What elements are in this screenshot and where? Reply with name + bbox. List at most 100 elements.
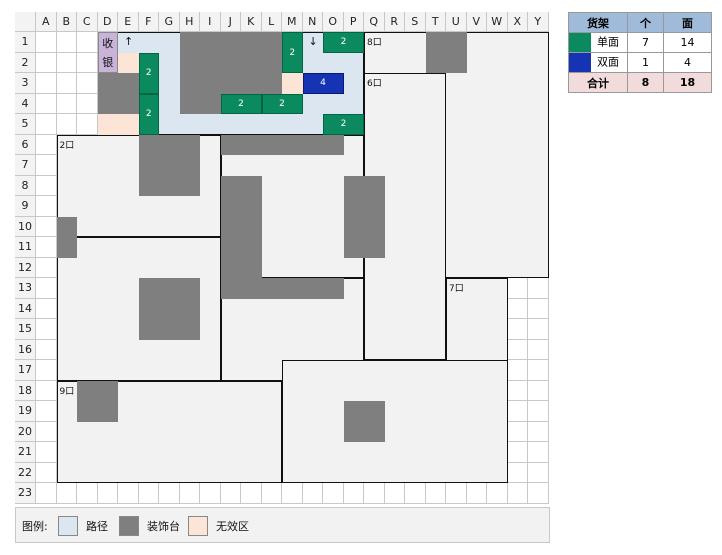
row-header: 19 (15, 401, 36, 422)
grid-cell (118, 483, 139, 504)
grid-cell (77, 73, 98, 94)
row-header: 1 (15, 32, 36, 53)
column-header: T (425, 12, 446, 32)
grid-cell (36, 257, 57, 278)
column-header: W (487, 12, 508, 32)
grid-cell (77, 32, 98, 53)
grid-cell (36, 196, 57, 217)
grid-cell (528, 319, 549, 340)
grid-cell (528, 339, 549, 360)
single-shelf: 2 (323, 114, 364, 135)
legend-item-deco: 装饰台 (119, 516, 180, 536)
grid-cell (507, 380, 528, 401)
grid-cell (241, 483, 262, 504)
grid-cell (302, 483, 323, 504)
down-arrow: ↓ (308, 35, 318, 48)
grid-cell (36, 401, 57, 422)
decoration-table (343, 401, 385, 442)
legend-label-nozone: 无效区 (216, 520, 249, 533)
decoration-table (138, 134, 200, 196)
grid-cell (528, 401, 549, 422)
legend-bar: 图例: 路径 装饰台 无效区 (15, 507, 550, 543)
column-header: P (343, 12, 364, 32)
column-header: K (241, 12, 262, 32)
grid-cell (507, 339, 528, 360)
decoration-table (220, 175, 262, 278)
decoration-table (343, 175, 385, 258)
summary-faces-double: 4 (663, 52, 712, 73)
grid-cell (36, 93, 57, 114)
summary-total-faces: 18 (663, 72, 712, 93)
grid-cell (36, 442, 57, 463)
summary-header-type: 货架 (568, 12, 628, 33)
grid-cell (507, 278, 528, 299)
grid-cell (384, 483, 405, 504)
grid-cell (36, 114, 57, 135)
column-header: I (200, 12, 221, 32)
summary-header-count: 个 (627, 12, 664, 33)
row-header: 13 (15, 278, 36, 299)
grid-cell (343, 483, 364, 504)
grid-cell (200, 483, 221, 504)
store-label: 8口 (367, 38, 382, 48)
double-shelf-swatch (569, 53, 591, 72)
summary-count-double: 1 (627, 52, 664, 73)
column-header: G (159, 12, 180, 32)
single-shelf: 2 (261, 93, 303, 114)
no-effect-zone (97, 114, 139, 135)
grid-cell (36, 32, 57, 53)
grid-cell (36, 462, 57, 483)
summary-type-single-label: 单面 (597, 35, 619, 49)
grid-cell (507, 401, 528, 422)
grid-cell (159, 483, 180, 504)
store-label: 7口 (449, 284, 464, 294)
grid-cell (77, 93, 98, 114)
row-header: 15 (15, 319, 36, 340)
legend-item-path: 路径 (58, 516, 108, 536)
grid-cell (466, 483, 487, 504)
no-effect-zone (118, 52, 139, 73)
grid-cell (77, 483, 98, 504)
grid-cell (56, 52, 77, 73)
decoration-table (138, 278, 200, 340)
column-header: R (384, 12, 405, 32)
single-shelf: 2 (323, 32, 364, 53)
grid-cell (56, 73, 77, 94)
grid-cell (507, 298, 528, 319)
single-shelf: 2 (282, 32, 303, 73)
row-header: 17 (15, 360, 36, 381)
grid-cell (56, 93, 77, 114)
summary-type-double: 双面 (568, 52, 628, 73)
grid-cell (282, 483, 303, 504)
summary-row-total: 合计 8 18 (568, 72, 712, 93)
grid-cell (36, 278, 57, 299)
double-shelf: 4 (302, 73, 344, 94)
column-header: V (466, 12, 487, 32)
grid-cell (36, 360, 57, 381)
summary-row-single: 单面 7 14 (568, 32, 712, 53)
row-header: 14 (15, 298, 36, 319)
grid-cell (36, 73, 57, 94)
decoration-table (425, 32, 467, 73)
column-header: D (97, 12, 118, 32)
legend-label-deco: 装饰台 (147, 520, 180, 533)
grid-cell (528, 360, 549, 381)
grid-cell (36, 237, 57, 258)
row-header: 21 (15, 442, 36, 463)
grid-cell (405, 483, 426, 504)
shelf-summary-table: 货架 个 面 单面 7 14 双面 1 4 合计 8 18 (568, 12, 712, 93)
single-shelf-swatch (569, 33, 591, 52)
grid-cell (36, 483, 57, 504)
column-header: H (179, 12, 200, 32)
column-header: B (56, 12, 77, 32)
grid-cell (446, 483, 467, 504)
up-arrow: ↑ (124, 35, 134, 48)
row-header: 10 (15, 216, 36, 237)
grid-cell (507, 421, 528, 442)
summary-type-double-label: 双面 (597, 55, 619, 69)
summary-total-count: 8 (627, 72, 664, 93)
column-header: L (261, 12, 282, 32)
decoration-table (220, 134, 344, 155)
store-label: 9口 (59, 386, 75, 397)
